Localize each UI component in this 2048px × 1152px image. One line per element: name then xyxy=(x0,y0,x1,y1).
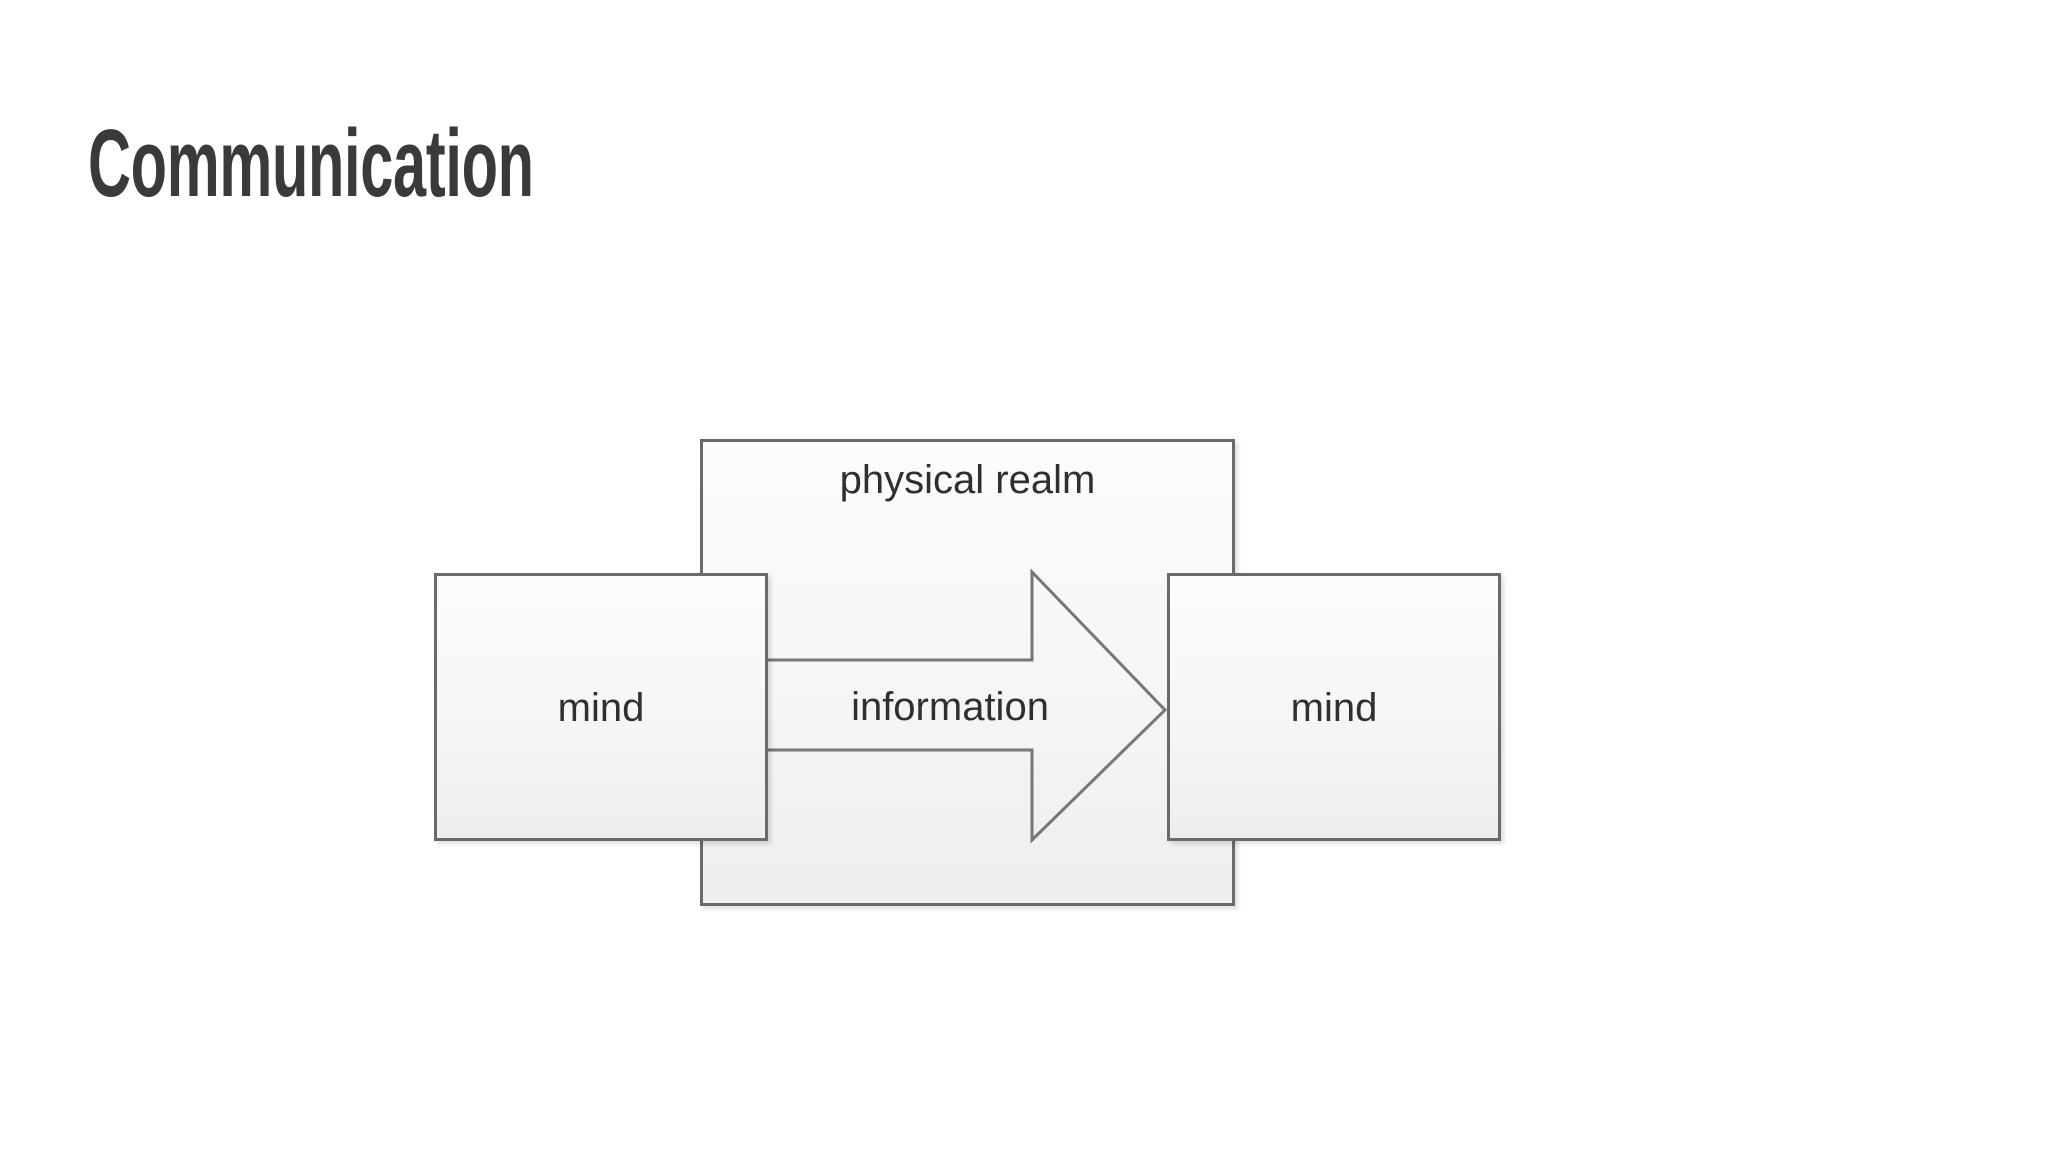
mind-label-right: mind xyxy=(1290,686,1378,730)
mind-label-left: mind xyxy=(557,686,645,730)
physical-realm-label: physical realm xyxy=(839,458,1096,502)
page-title: Communication xyxy=(88,110,534,217)
physical-realm-box xyxy=(700,439,1235,906)
mind-box-right xyxy=(1167,573,1501,841)
mind-box-left xyxy=(434,573,768,841)
information-label: information xyxy=(851,685,1049,729)
